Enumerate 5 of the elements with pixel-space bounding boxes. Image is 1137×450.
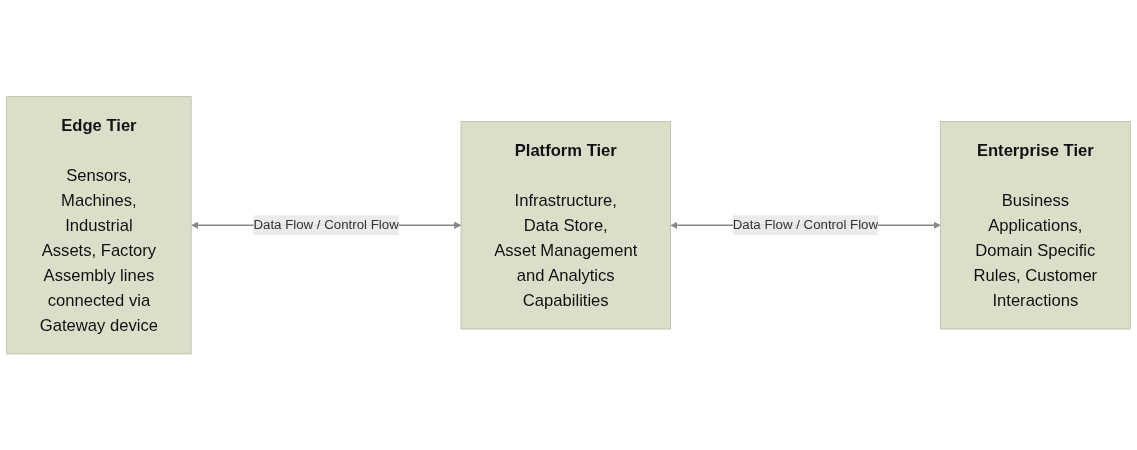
edge-label: Data Flow / Control Flow [732,217,879,232]
edge-label: Data Flow / Control Flow [253,217,399,232]
node-box: Platform Tier Infrastructure, Data Store, Asset Management and Analytics Capabilities [460,120,671,330]
node-box: Enterprise Tier Business Applications, Domain Specific Rules, Customer Interactions [939,120,1131,330]
node-box: Edge Tier Sensors, Machines, Industrial Assets, Factory Assembly lines connected via Gateway device [6,95,192,355]
